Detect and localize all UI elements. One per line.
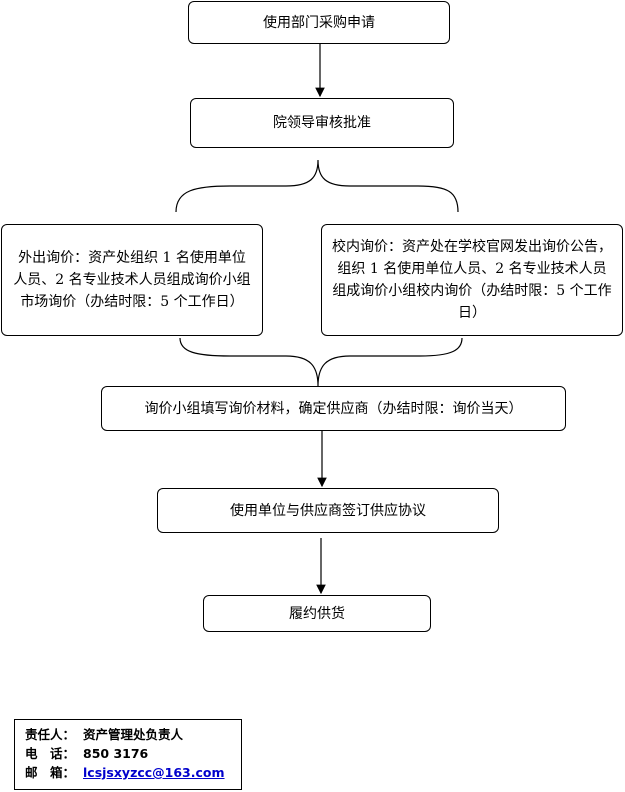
step-delivery-text: 履约供货 [289,605,345,622]
contact-responsible-row: 责任人： 资产管理处负责人 [25,725,231,744]
merge-brace [179,337,463,387]
responsible-value: 资产管理处负责人 [83,727,184,742]
email-label: 邮 箱： [25,765,76,780]
step-external-inquiry: 外出询价：资产处组织 1 名使用单位人员、2 名专业技术人员组成询价小组市场询价… [1,224,263,336]
contact-box: 责任人： 资产管理处负责人 电 话： 850 3176 邮 箱： lcsjsxy… [14,719,242,790]
contact-phone-row: 电 话： 850 3176 [25,744,231,763]
step-internal-text: 校内询价：资产处在学校官网发出询价公告，组织 1 名使用单位人员、2 名专业技术… [332,239,612,321]
step-request: 使用部门采购申请 [188,1,450,44]
step-approval: 院领导审核批准 [190,98,454,148]
step-agreement: 使用单位与供应商签订供应协议 [157,488,499,533]
email-link[interactable]: lcsjsxyzcc@163.com [83,765,225,780]
step-external-text: 外出询价：资产处组织 1 名使用单位人员、2 名专业技术人员组成询价小组市场询价… [13,250,251,310]
phone-value: 850 3176 [83,746,149,761]
step-approval-text: 院领导审核批准 [273,115,371,131]
step-delivery: 履约供货 [203,595,431,632]
step-fill-materials: 询价小组填写询价材料，确定供应商（办结时限：询价当天） [101,386,566,431]
step-agreement-text: 使用单位与供应商签订供应协议 [230,502,426,519]
contact-email-row: 邮 箱： lcsjsxyzcc@163.com [25,763,231,782]
split-brace [175,159,459,213]
step-request-text: 使用部门采购申请 [263,14,375,31]
phone-label: 电 话： [25,746,76,761]
responsible-label: 责任人： [25,727,76,742]
step-fill-text: 询价小组填写询价材料，确定供应商（办结时限：询价当天） [144,400,523,417]
step-internal-inquiry: 校内询价：资产处在学校官网发出询价公告，组织 1 名使用单位人员、2 名专业技术… [321,224,623,336]
